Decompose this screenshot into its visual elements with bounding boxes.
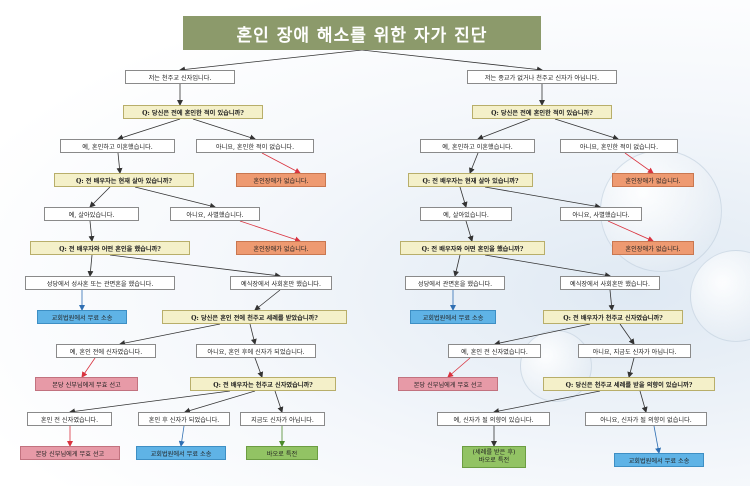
connector-arrow (627, 357, 635, 378)
connector-arrow (619, 323, 635, 345)
connector-arrow (88, 220, 95, 242)
answer-never-married: 아니요, 혼인한 적이 없습니다. (560, 139, 678, 153)
result-tribunal: 교회법원에서 무료 소송 (410, 310, 496, 324)
connector-arrow (89, 186, 111, 208)
connector-arrow (361, 49, 543, 73)
question-marriage-type: Q: 전 배우자와 어떤 혼인을 했습니까? (30, 241, 190, 255)
answer-civil-marriage: 예식장에서 사회혼만 했습니다. (230, 276, 332, 290)
connector-arrow (653, 425, 662, 454)
answer-widowed: 아니요, 사별했습니다. (560, 207, 642, 221)
answer-alive: 예, 살아있습니다. (420, 207, 512, 221)
connector-arrow (554, 118, 619, 141)
question-baptized-before: Q: 당신은 혼인 전에 천주교 세례를 받았습니까? (162, 310, 347, 324)
connector-arrow (249, 323, 257, 345)
connector-arrow (639, 390, 648, 413)
connector-arrow (239, 220, 301, 243)
connector-arrow (81, 357, 96, 378)
connector-arrow (87, 254, 94, 277)
answer-willing: 예, 신자가 될 의향이 있습니다. (437, 412, 550, 426)
answer-alive: 예, 살아있습니다. (44, 207, 139, 221)
connector-arrow (69, 390, 231, 415)
question-spouse-alive: Q: 전 배우자는 현재 살아 있습니까? (54, 173, 194, 187)
connector-arrow (484, 186, 601, 210)
connector-arrow (484, 254, 611, 279)
question-marriage-type: Q: 전 배우자와 어떤 혼인을 했습니까? (400, 241, 545, 255)
question-married-before: Q: 당신은 전에 혼인한 적이 있습니까? (123, 105, 263, 119)
answer-baptized-after: 아니요, 혼인 후에 신자가 되었습니다. (196, 344, 316, 358)
connector-arrow (261, 152, 301, 174)
connector-arrow (477, 118, 531, 141)
answer-spouse-not-catholic: 지금도 신자가 아닙니다. (240, 412, 325, 426)
answer-dispensation-marriage: 성당에서 관면혼을 했습니다. (405, 276, 505, 290)
answer-spouse-catholic-after: 혼인 후 신자가 되었습니다. (138, 412, 230, 426)
answer-spouse-catholic-before: 예, 혼인 전 신자였습니다. (448, 344, 541, 358)
result-tribunal: 교회법원에서 무료 소송 (614, 453, 704, 467)
answer-divorced: 예, 혼인하고 이혼했습니다. (420, 139, 535, 153)
connector-arrow (453, 254, 461, 277)
result-pastor-declaration: 본당 신부님에게 무효 선고 (35, 377, 138, 391)
answer-not-willing: 아니요, 신자가 될 의향이 없습니다. (585, 412, 707, 426)
connector-arrow (624, 152, 654, 174)
result-no-impediment: 혼인장애가 없습니다. (236, 173, 326, 187)
connector-arrow (184, 390, 256, 414)
connector-arrow (116, 152, 123, 174)
connector-arrow (254, 289, 281, 311)
answer-never-married: 아니요, 혼인한 적이 없습니다. (196, 139, 314, 153)
node-non-catholic: 저는 종교가 없거나 천주교 신자가 아닙니다. (467, 70, 617, 84)
page-title: 혼인 장애 해소를 위한 자가 진단 (183, 16, 541, 50)
result-pauline-privilege: (세례를 받은 후) 바오로 특전 (462, 446, 526, 468)
connector-arrow (179, 49, 363, 73)
answer-divorced: 예, 혼인하고 이혼했습니다. (60, 139, 175, 153)
connector-arrow (494, 323, 591, 346)
question-married-before: Q: 당신은 전에 혼인한 적이 있습니까? (472, 105, 612, 119)
question-willing-baptism: Q: 당신은 천주교 세례를 받을 의향이 있습니까? (543, 377, 715, 391)
question-spouse-catholic: Q: 전 배우자가 천주교 신자였습니까? (543, 310, 683, 324)
connector-arrow (119, 323, 221, 346)
connector-arrow (459, 186, 468, 208)
connector-arrow (178, 425, 185, 447)
question-spouse-catholic: Q: 전 배우자는 천주교 신자였습니까? (190, 377, 336, 391)
result-pauline-privilege-label: 바오로 특전 (478, 457, 510, 464)
result-no-impediment: 혼인장애가 없습니다. (612, 173, 694, 187)
result-no-impediment: 혼인장애가 없습니다. (612, 241, 694, 255)
connector-arrow (134, 186, 216, 209)
connector-arrow (465, 220, 474, 242)
connector-arrow (608, 289, 615, 311)
result-no-impediment: 혼인장애가 없습니다. (236, 241, 326, 255)
node-catholic: 저는 천주교 신자입니다. (125, 70, 235, 84)
connector-arrow (117, 118, 181, 141)
answer-civil-marriage: 예식장에서 사회혼만 했습니다. (560, 276, 660, 290)
connector-arrow (493, 390, 601, 414)
answer-widowed: 아니요, 사별했습니다. (170, 207, 260, 221)
answer-baptized-before: 예, 혼인 전에 신자였습니다. (56, 344, 156, 358)
question-spouse-alive: Q: 전 배우자는 현재 살아 있습니까? (408, 173, 533, 187)
answer-spouse-not-catholic: 아니요, 지금도 신자가 아닙니다. (578, 344, 691, 358)
connector-arrow (192, 118, 256, 141)
result-tribunal: 교회법원에서 무료 소송 (37, 310, 127, 324)
result-pastor-declaration: 본당 신부님에게 무효 선고 (20, 446, 120, 460)
connector-arrow (607, 220, 654, 242)
connector-arrow (274, 390, 284, 413)
connector-arrow (109, 254, 281, 279)
answer-sacramental-marriage: 성당에서 성사혼 또는 관면혼을 했습니다. (25, 276, 175, 290)
answer-spouse-catholic-before: 혼인 전 신자였습니다. (27, 412, 112, 426)
connector-arrow (469, 152, 479, 174)
connector-arrow (447, 357, 471, 378)
result-pauline-privilege-note: (세례를 받은 후) (472, 449, 516, 456)
result-pastor-declaration: 본당 신부님에게 무효 선고 (398, 377, 498, 391)
connector-arrow (254, 357, 264, 378)
result-tribunal: 교회법원에서 무료 소송 (136, 446, 226, 460)
result-pauline-privilege: 바오로 특전 (246, 446, 318, 460)
